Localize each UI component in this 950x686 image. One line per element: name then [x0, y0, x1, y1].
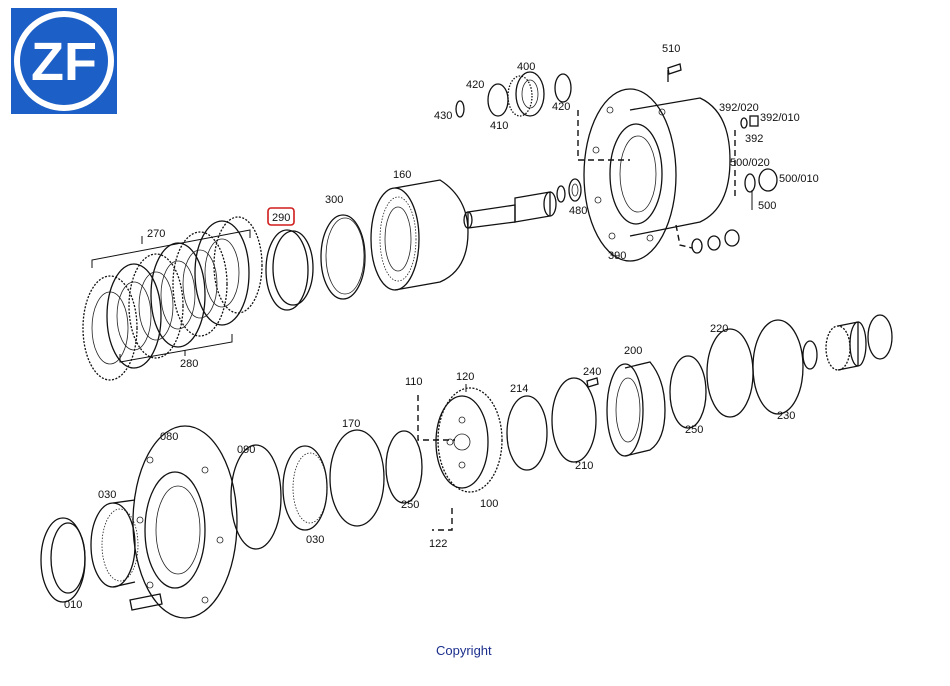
label-122[interactable]: 122: [429, 538, 447, 550]
part-snap-ring-right: [867, 314, 893, 360]
part-220-ring: [706, 328, 754, 418]
part-410-ring: [487, 83, 509, 117]
label-110[interactable]: 110: [405, 376, 423, 388]
part-240-pin: [586, 377, 599, 388]
part-160-ring-gear: [370, 179, 469, 291]
part-030-bearing-left: [90, 499, 139, 588]
label-240[interactable]: 240: [583, 366, 601, 378]
logo-text: ZF: [31, 32, 97, 92]
zf-logo: ZF: [11, 8, 117, 114]
part-230-ring: [752, 319, 804, 415]
part-430-ring: [455, 100, 465, 118]
logo-ring: [14, 11, 114, 111]
label-410[interactable]: 410: [490, 120, 508, 132]
label-100[interactable]: 100: [480, 498, 498, 510]
label-230[interactable]: 230: [777, 410, 795, 422]
label-390[interactable]: 390: [608, 250, 626, 262]
label-500-010[interactable]: 500/010: [779, 173, 819, 185]
label-500[interactable]: 500: [758, 200, 776, 212]
part-250-snap-ring-lower: [385, 430, 423, 504]
label-250-upper[interactable]: 250: [685, 424, 703, 436]
copyright-link[interactable]: Copyright: [436, 643, 492, 658]
part-labels: 510 420 400 430 410 420 392/020 392/010 …: [64, 43, 819, 611]
label-400[interactable]: 400: [517, 61, 535, 73]
part-290-ring: [265, 229, 314, 311]
part-392-020: [740, 117, 748, 129]
label-280[interactable]: 280: [180, 358, 198, 370]
label-030-right[interactable]: 030: [306, 534, 324, 546]
label-200[interactable]: 200: [624, 345, 642, 357]
part-200-gear: [606, 361, 666, 457]
label-210[interactable]: 210: [575, 460, 593, 472]
label-392[interactable]: 392: [745, 133, 763, 145]
part-214-ring: [506, 395, 548, 471]
label-170[interactable]: 170: [342, 418, 360, 430]
label-510[interactable]: 510: [662, 43, 680, 55]
label-160[interactable]: 160: [393, 169, 411, 181]
part-shaft: [463, 191, 557, 229]
label-270[interactable]: 270: [147, 228, 165, 240]
label-080[interactable]: 080: [160, 431, 178, 443]
label-290[interactable]: 290: [272, 212, 290, 224]
part-480-washer: [568, 178, 582, 202]
part-510-bolt: [667, 63, 682, 75]
label-120[interactable]: 120: [456, 371, 474, 383]
part-392-010: [749, 115, 759, 127]
part-sun-gear: [825, 321, 867, 371]
label-430[interactable]: 430: [434, 110, 452, 122]
label-030-left[interactable]: 030: [98, 489, 116, 501]
highlight-box-290: [267, 207, 295, 226]
part-080-hub-flange: [132, 425, 238, 619]
part-390-hub: [583, 88, 731, 262]
part-170-ring: [329, 429, 385, 527]
label-220[interactable]: 220: [710, 323, 728, 335]
part-300-snap-ring: [320, 214, 366, 300]
label-250-lower[interactable]: 250: [401, 499, 419, 511]
part-010-seal: [40, 517, 86, 603]
part-420-ring: [554, 73, 572, 103]
label-392-010[interactable]: 392/010: [760, 112, 800, 124]
clutch-disc-stack: [82, 216, 263, 381]
label-300[interactable]: 300: [325, 194, 343, 206]
part-030-bearing-right: [282, 445, 328, 531]
label-420[interactable]: 420: [552, 101, 570, 113]
part-washer: [802, 340, 818, 370]
part-500-020: [744, 173, 756, 193]
label-214[interactable]: 214: [510, 383, 528, 395]
part-090-o-ring: [230, 444, 282, 550]
label-090[interactable]: 090: [237, 444, 255, 456]
label-010[interactable]: 010: [64, 599, 82, 611]
part-500-010: [758, 168, 778, 192]
part-bolt: [129, 593, 163, 611]
part-400-bearing: [507, 71, 545, 117]
part-210-ring: [551, 377, 597, 463]
label-480[interactable]: 480: [569, 205, 587, 217]
label-420-top[interactable]: 420: [466, 79, 484, 91]
part-250-snap-ring-upper: [669, 355, 707, 429]
label-392-020[interactable]: 392/020: [719, 102, 759, 114]
label-500-020[interactable]: 500/020: [730, 157, 770, 169]
